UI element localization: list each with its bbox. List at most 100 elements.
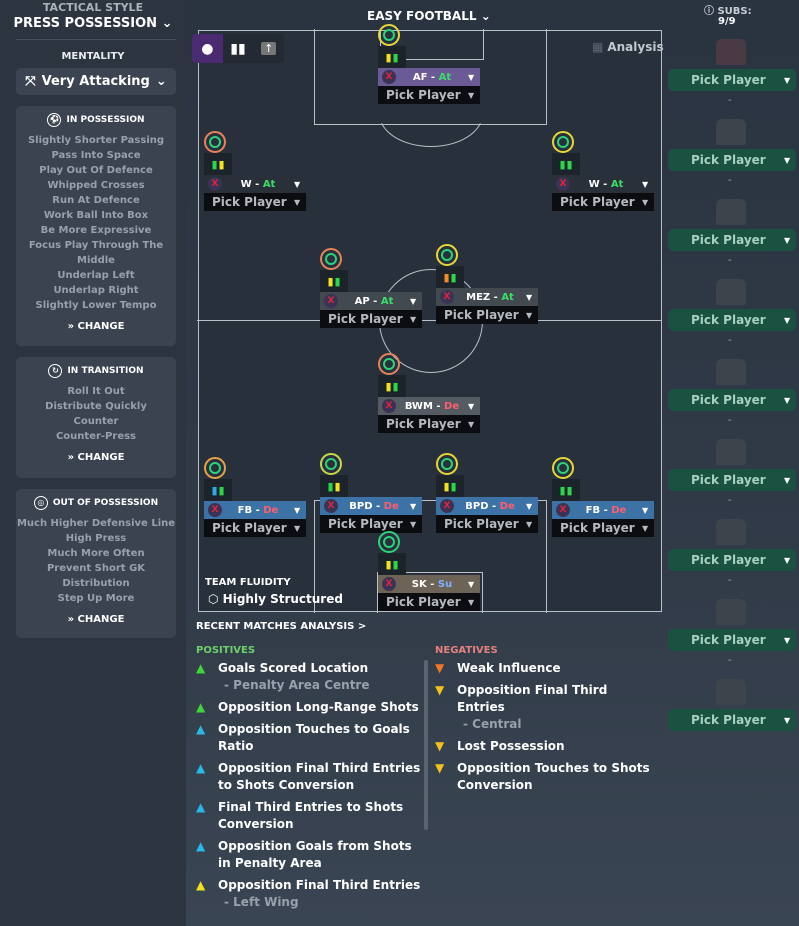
positives-column: POSITIVES ▲Goals Scored Location- Penalt… [196, 645, 421, 916]
pick-player-dropdown[interactable]: Pick Player▼ [204, 193, 306, 211]
remove-icon[interactable]: X [440, 499, 454, 513]
pick-player-dropdown[interactable]: Pick Player▼ [552, 193, 654, 211]
pick-player-label: Pick Player [560, 195, 635, 209]
ball-icon: ⚽ [47, 113, 62, 127]
pick-sub-button[interactable]: Pick Player▼ [668, 149, 796, 171]
remove-icon[interactable]: X [382, 577, 396, 591]
info-icon: ⓘ [704, 6, 714, 17]
caret-down-icon: ▼ [526, 501, 533, 511]
attack-arrows-icon: ⤧ [25, 74, 36, 89]
pick-player-dropdown[interactable]: Pick Player▼ [320, 310, 422, 328]
analysis-text: Opposition Final Third Entries- Central [457, 682, 655, 733]
instruction-item: Underlap Right [53, 285, 139, 296]
pick-sub-button[interactable]: Pick Player▼ [668, 229, 796, 251]
analysis-item: ▲Opposition Long-Range Shots [196, 699, 421, 716]
foot-icon: ▮ [392, 379, 399, 393]
remove-icon[interactable]: X [324, 499, 338, 513]
role-label: FB - De [570, 505, 642, 516]
recent-matches-analysis-link[interactable]: RECENT MATCHES ANALYSIS > [196, 621, 367, 632]
role-separator: - [426, 578, 438, 590]
condition-ring-icon [204, 131, 226, 153]
stats-view-button[interactable]: ▮▮ [223, 34, 254, 63]
change-out-of-possession-button[interactable]: » CHANGE [67, 614, 125, 625]
instruction-item: Distribution [62, 578, 130, 589]
pick-sub-button[interactable]: Pick Player▼ [668, 709, 796, 731]
pick-player-dropdown[interactable]: Pick Player▼ [204, 519, 306, 537]
analysis-button[interactable]: ▦Analysis [592, 40, 664, 54]
pick-player-dropdown[interactable]: Pick Player▼ [552, 519, 654, 537]
pick-player-label: Pick Player [328, 312, 403, 326]
tactical-style-dropdown[interactable]: PRESS POSSESSION ⌄ [0, 16, 186, 31]
remove-icon[interactable]: X [324, 294, 338, 308]
empty-slot-dash: - [728, 255, 732, 266]
analysis-title: Opposition Goals from Shots in Penalty A… [218, 839, 412, 870]
pick-player-dropdown[interactable]: Pick Player▼ [320, 515, 422, 533]
thumbs-down-icon: ▼ [435, 739, 445, 753]
thumbs-up-icon: ▲ [196, 800, 206, 814]
instruction-item: Counter [73, 416, 119, 427]
pick-sub-button[interactable]: Pick Player▼ [668, 309, 796, 331]
remove-icon[interactable]: X [208, 503, 222, 517]
pick-player-dropdown[interactable]: Pick Player▼ [436, 515, 538, 533]
empty-slot-dash: - [728, 95, 732, 106]
condition-ring-icon [320, 248, 342, 270]
remove-icon[interactable]: X [382, 399, 396, 413]
remove-icon[interactable]: X [440, 290, 454, 304]
player-view-button[interactable]: ● [192, 34, 223, 63]
analysis-text: Opposition Touches to Shots Conversion [457, 760, 655, 794]
empty-slot-dash: - [728, 175, 732, 186]
scrollbar[interactable] [424, 660, 428, 830]
remove-icon[interactable]: X [382, 70, 396, 84]
analysis-title: Weak Influence [457, 661, 561, 675]
remove-icon[interactable]: X [556, 177, 570, 191]
pick-player-dropdown[interactable]: Pick Player▼ [378, 86, 480, 104]
duty-name: At [501, 291, 514, 303]
pick-sub-button[interactable]: Pick Player▼ [668, 469, 796, 491]
pick-sub-button[interactable]: Pick Player▼ [668, 549, 796, 571]
remove-icon[interactable]: X [208, 177, 222, 191]
formation-name: EASY FOOTBALL [367, 9, 477, 23]
bar-chart-icon: ▮▮ [230, 40, 246, 57]
pick-player-label: Pick Player [691, 633, 766, 647]
pick-player-dropdown[interactable]: Pick Player▼ [436, 306, 538, 324]
pick-sub-button[interactable]: Pick Player▼ [668, 629, 796, 651]
mentality-dropdown[interactable]: ⤧Very Attacking⌄ [16, 68, 176, 95]
pick-sub-button[interactable]: Pick Player▼ [668, 389, 796, 411]
analysis-item: ▲Final Third Entries to Shots Conversion [196, 799, 421, 833]
pick-player-dropdown[interactable]: Pick Player▼ [378, 415, 480, 433]
shirt-icon [716, 679, 746, 705]
formation-dropdown[interactable]: EASY FOOTBALL ⌄ [367, 9, 491, 23]
pick-sub-button[interactable]: Pick Player▼ [668, 69, 796, 91]
role-separator: - [599, 178, 611, 190]
condition-ring-icon [320, 453, 342, 475]
pick-player-label: Pick Player [444, 517, 519, 531]
pick-player-label: Pick Player [691, 473, 766, 487]
tactical-style-value: PRESS POSSESSION [13, 16, 158, 31]
instructions-view-button[interactable]: ↑ [253, 34, 284, 63]
pick-player-label: Pick Player [386, 595, 461, 609]
analysis-text: Goals Scored Location- Penalty Area Cent… [218, 660, 369, 694]
pick-player-label: Pick Player [691, 233, 766, 247]
remove-icon[interactable]: X [556, 503, 570, 517]
change-in-transition-button[interactable]: » CHANGE [67, 452, 125, 463]
caret-down-icon: ▼ [410, 296, 417, 306]
pick-player-dropdown[interactable]: Pick Player▼ [378, 593, 480, 611]
foot-icon: ▮ [211, 483, 218, 497]
preferred-foot-icon: ▮▮ [378, 553, 406, 575]
caret-down-icon: ▼ [642, 505, 649, 515]
foot-icon: ▮ [334, 479, 341, 493]
change-in-possession-button[interactable]: » CHANGE [67, 321, 125, 332]
caret-down-icon: ▼ [784, 75, 791, 85]
